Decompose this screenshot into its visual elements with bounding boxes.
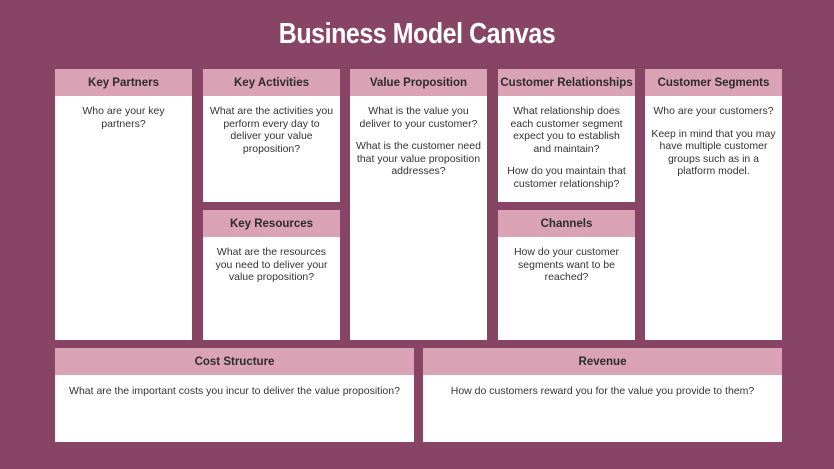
revenue-text-1: How do customers reward you for the valu…	[450, 385, 755, 397]
value-proposition-text-1: What is the value you deliver to your cu…	[359, 105, 478, 130]
key-resources-heading: Key Resources	[203, 210, 340, 237]
customer-segments-heading: Customer Segments	[645, 69, 782, 96]
value-proposition-heading: Value Proposition	[350, 69, 487, 96]
key-resources-body: What are the resources you need to deliv…	[203, 237, 340, 284]
channels-text-1: How do your customer segments want to be…	[513, 246, 620, 284]
channels-heading: Channels	[498, 210, 635, 237]
key-resources-block: Key Resources What are the resources you…	[203, 210, 340, 340]
cost-structure-body: What are the important costs you incur t…	[55, 375, 414, 398]
revenue-heading: Revenue	[423, 348, 782, 375]
key-activities-heading: Key Activities	[203, 69, 340, 96]
key-resources-text-1: What are the resources you need to deliv…	[215, 246, 328, 284]
key-partners-block: Key Partners Who are your key partners?	[55, 69, 192, 340]
customer-segments-block: Customer Segments Who are your customers…	[645, 69, 782, 340]
customer-relationships-body: What relationship does each customer seg…	[498, 96, 635, 191]
revenue-block: Revenue How do customers reward you for …	[423, 348, 782, 442]
value-proposition-text-2: What is the customer need that your valu…	[356, 140, 481, 178]
customer-segments-body: Who are your customers? Keep in mind tha…	[645, 96, 782, 178]
key-activities-text-1: What are the activities you perform ever…	[209, 105, 334, 155]
key-activities-block: Key Activities What are the activities y…	[203, 69, 340, 202]
cost-structure-block: Cost Structure What are the important co…	[55, 348, 414, 442]
value-proposition-block: Value Proposition What is the value you …	[350, 69, 487, 340]
cost-structure-heading: Cost Structure	[55, 348, 414, 375]
value-proposition-body: What is the value you deliver to your cu…	[350, 96, 487, 178]
key-partners-body: Who are your key partners?	[55, 96, 192, 130]
customer-relationships-heading: Customer Relationships	[498, 69, 635, 96]
customer-segments-text-2: Keep in mind that you may have multiple …	[651, 127, 776, 178]
customer-segments-text-1: Who are your customers?	[653, 105, 774, 117]
customer-relationships-block: Customer Relationships What relationship…	[498, 69, 635, 202]
revenue-body: How do customers reward you for the valu…	[423, 375, 782, 398]
cost-structure-text-1: What are the important costs you incur t…	[69, 385, 400, 397]
key-partners-heading: Key Partners	[55, 69, 192, 96]
channels-block: Channels How do your customer segments w…	[498, 210, 635, 340]
key-activities-body: What are the activities you perform ever…	[203, 96, 340, 155]
customer-relationships-text-2: How do you maintain that customer relati…	[507, 165, 626, 190]
page-title: Business Model Canvas	[278, 18, 556, 50]
customer-relationships-text-1: What relationship does each customer seg…	[510, 105, 623, 155]
channels-body: How do your customer segments want to be…	[498, 237, 635, 284]
key-partners-text-1: Who are your key partners?	[82, 105, 165, 130]
